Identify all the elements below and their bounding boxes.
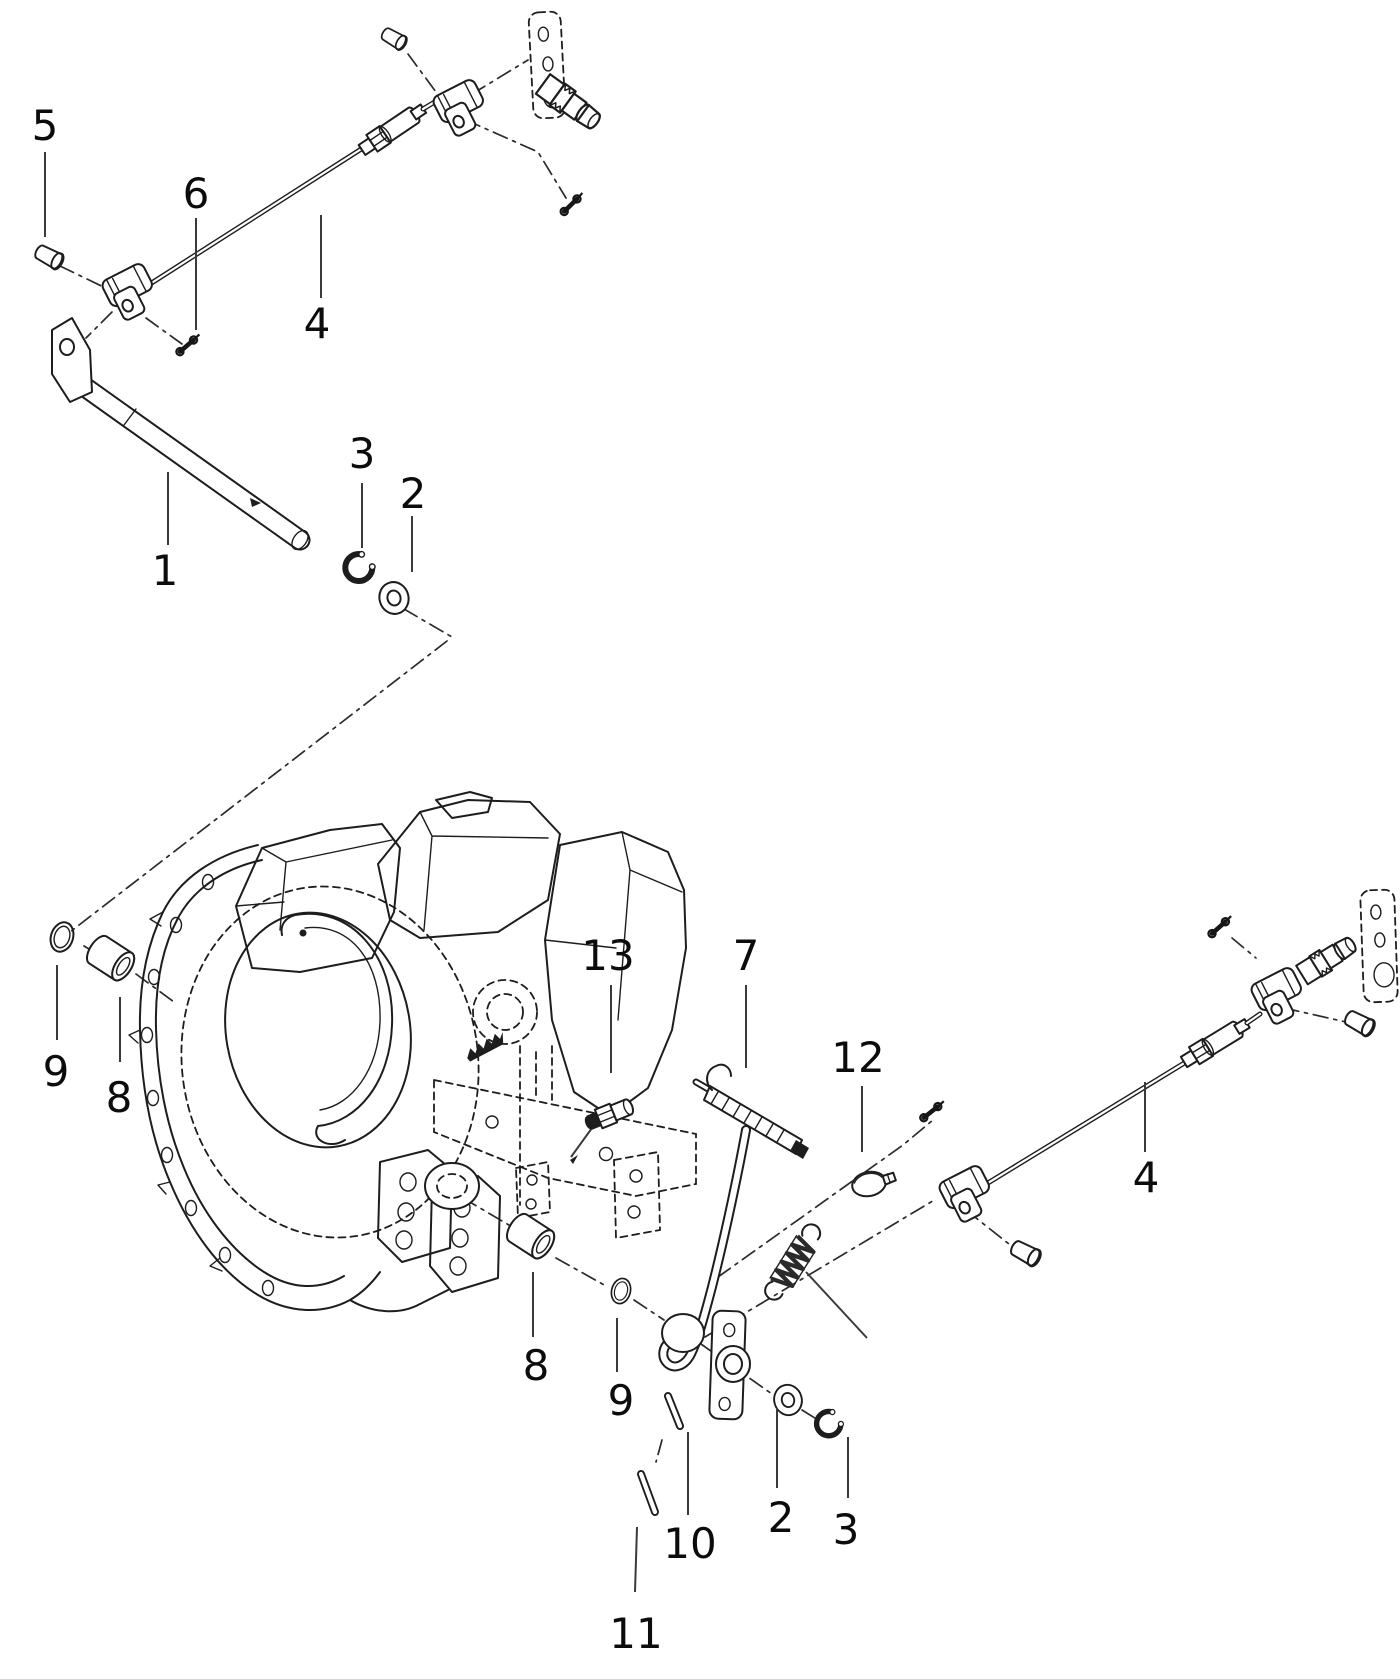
callout-2-upper-label: 2 [400,469,427,518]
pin-right-line [1283,1007,1347,1023]
clutch-pedal [658,1063,809,1421]
control-rod-right [918,888,1399,1270]
clevis-bracket-line [471,59,529,95]
callout-4-right-label: 4 [1133,1153,1160,1202]
cotter-pin-top [557,193,587,216]
callout-11-label: 11 [609,1609,662,1658]
callout-11: 11 [609,1526,663,1658]
callout-8-lower-label: 8 [523,1341,550,1390]
callout-4-right: 4 [1133,1082,1160,1202]
transmission-housing [128,791,697,1313]
sensor-bolt-13 [570,1098,635,1164]
plug-button-12 [851,1170,897,1198]
clevis-pin-right-lower [1007,1237,1045,1270]
mounting-plate [433,1078,697,1197]
switch-bracket-right [1359,888,1399,1004]
shaft-lever [51,317,93,403]
callout-9-lower: 9 [608,1318,635,1425]
callout-8-left-label: 8 [106,1073,133,1122]
control-rod-top [31,10,606,356]
washer-axis-line [403,608,453,638]
callout-10: 10 [663,1432,717,1568]
callout-3-lower-label: 3 [833,1505,860,1554]
return-spring [764,1223,868,1339]
pivot-pin-10 [664,1392,684,1430]
construction-lines [59,53,1347,1463]
callout-8-lower: 8 [523,1272,550,1390]
callout-1-label: 1 [152,546,179,595]
bushing-left [81,931,140,986]
callout-10-label: 10 [663,1519,716,1568]
pivot-hub [715,1345,751,1383]
top-pin-line [407,53,437,93]
callout-13: 13 [581,931,635,1073]
snap-ring-upper [340,548,378,586]
safety-switch-right [1294,931,1361,987]
o-ring-lower [607,1275,635,1307]
clevis-cotter6-line [145,317,183,345]
callout-12: 12 [831,1033,885,1152]
release-shaft [51,317,311,551]
pedal-bracket-line [717,1119,934,1278]
callout-6-label: 6 [183,169,210,218]
callout-3-upper: 3 [349,429,376,548]
callout-12-label: 12 [831,1033,884,1082]
spring-leader-line [805,1271,868,1339]
rod-adjuster-right [1177,1013,1254,1072]
pedal-boss [661,1313,705,1353]
callout-2-lower: 2 [768,1408,795,1542]
pedal-hook [706,1063,732,1091]
washer-lower [769,1380,807,1420]
pivot-pin-11 [637,1470,659,1516]
callout-8-left: 8 [106,997,133,1122]
cotter-pin-6 [174,334,204,356]
callout-4-top-label: 4 [304,299,331,348]
snap-ring-lower [813,1407,846,1440]
o-ring-left [45,918,79,956]
clevis-cotter-top-line [465,119,567,199]
callout-7: 7 [733,931,760,1068]
rod-adjuster [355,99,430,160]
cotter-right-line [1231,937,1257,959]
callout-5: 5 [32,101,59,237]
callout-2-lower-label: 2 [768,1493,795,1542]
callout-9-left-label: 9 [43,1047,70,1096]
long-axis-line [69,640,448,933]
pedal-pad [703,1085,803,1155]
callout-1: 1 [152,472,179,595]
bushing-lower [501,1209,560,1264]
callout-2-upper: 2 [400,469,427,572]
cotter-pin-right-upper [1205,916,1235,938]
cotter-pin-right-lower [918,1101,947,1122]
gear-teeth-detail [467,1032,504,1062]
callout-13-label: 13 [581,931,634,980]
callout-4-top: 4 [304,215,331,348]
pivot-boss [424,1162,480,1210]
callouts: 5 6 4 1 3 2 9 8 [32,101,1160,1658]
clevis-lever-line [85,311,113,339]
clevis-right-lower [936,1162,1001,1227]
callout-3-lower: 3 [833,1437,860,1554]
callout-5-label: 5 [32,101,59,150]
pin10-11-line [655,1439,663,1463]
clevis-pin-top [378,24,410,53]
callout-9-left: 9 [43,965,70,1096]
callout-7-label: 7 [733,931,760,980]
pivot-axis-line [462,1197,819,1421]
callout-3-upper-label: 3 [349,429,376,478]
callout-9-lower-label: 9 [608,1376,635,1425]
callout-6: 6 [183,169,210,330]
clevis-pin-right-upper [1341,1007,1379,1040]
